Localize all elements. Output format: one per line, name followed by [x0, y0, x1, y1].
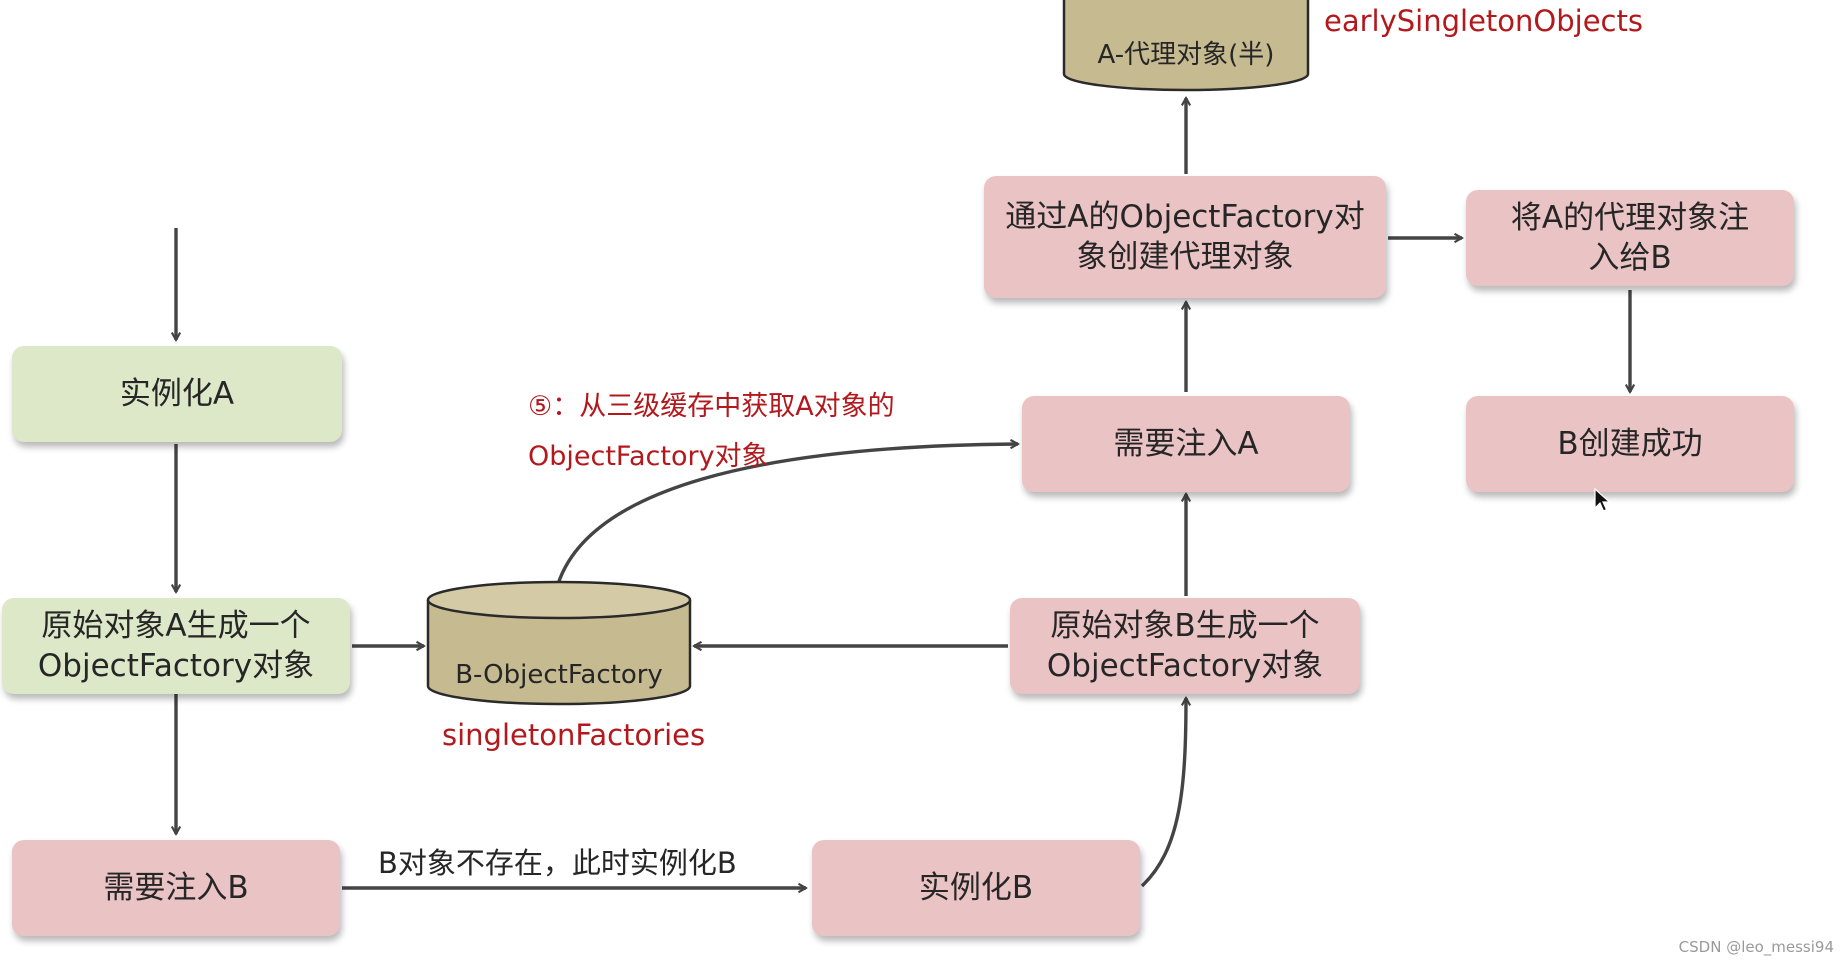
early-singleton-objects-content: A-代理对象(半) — [1097, 40, 1275, 70]
node-inject-proxy-line-1: 将A的代理对象注 — [1510, 200, 1750, 236]
singleton-factories-name: singletonFactories — [442, 718, 706, 752]
singleton-factories-cylinder — [426, 580, 692, 706]
node-raw-a-factory-line-1: 原始对象A生成一个 — [41, 608, 311, 644]
node-instantiate-b: 实例化B — [812, 840, 1140, 936]
node-instantiate-a: 实例化A — [12, 346, 342, 442]
node-create-proxy-line-2: 象创建代理对象 — [1076, 239, 1294, 275]
node-raw-b-factory-line-2: ObjectFactory对象 — [1046, 648, 1324, 684]
b-not-exist-label: B对象不存在，此时实例化B — [378, 846, 737, 880]
node-b-created-label: B创建成功 — [1557, 426, 1703, 462]
singleton-factories-content: B-ObjectFactory — [455, 660, 663, 690]
node-inject-a: 需要注入A — [1022, 396, 1350, 492]
node-inject-proxy: 将A的代理对象注 入给B — [1466, 190, 1794, 286]
early-singleton-objects-cylinder — [1062, 0, 1310, 92]
node-inject-a-label: 需要注入A — [1113, 426, 1259, 462]
node-inject-b-label: 需要注入B — [103, 870, 249, 906]
step5-line-2: ObjectFactory对象 — [528, 441, 769, 472]
node-instantiate-a-label: 实例化A — [119, 376, 235, 412]
node-create-proxy-line-1: 通过A的ObjectFactory对 — [1005, 199, 1365, 235]
node-inject-proxy-line-2: 入给B — [1588, 240, 1672, 276]
mouse-cursor-icon — [1594, 488, 1612, 512]
arrow-singleton-factories-to-inject-a — [556, 444, 1018, 585]
watermark: CSDN @leo_messi94 — [1678, 938, 1834, 956]
step5-annotation: ⑤：从三级缓存中获取A对象的 ObjectFactory对象 — [528, 382, 895, 482]
node-raw-b-factory: 原始对象B生成一个 ObjectFactory对象 — [1010, 598, 1360, 694]
arrow-instantiate-b-to-raw-b — [1140, 698, 1186, 888]
early-singleton-objects-name: earlySingletonObjects — [1324, 4, 1643, 38]
node-raw-b-factory-line-1: 原始对象B生成一个 — [1050, 608, 1320, 644]
node-raw-a-factory: 原始对象A生成一个 ObjectFactory对象 — [2, 598, 350, 694]
node-b-created: B创建成功 — [1466, 396, 1794, 492]
node-raw-a-factory-line-2: ObjectFactory对象 — [37, 648, 315, 684]
node-instantiate-b-label: 实例化B — [918, 870, 1034, 906]
step5-line-1: ⑤：从三级缓存中获取A对象的 — [528, 391, 895, 422]
node-inject-b: 需要注入B — [12, 840, 340, 936]
node-create-proxy: 通过A的ObjectFactory对 象创建代理对象 — [984, 176, 1386, 298]
